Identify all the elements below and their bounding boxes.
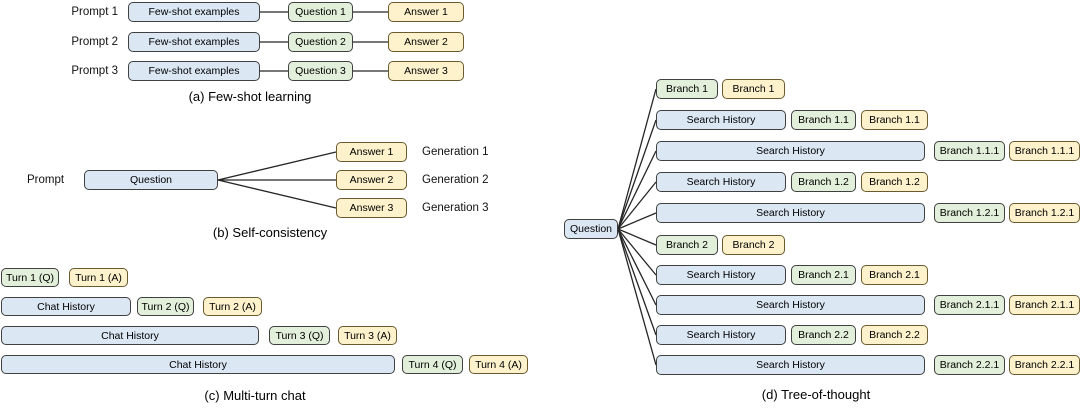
turn-q-box: Turn 3 (Q) xyxy=(269,326,330,345)
branch-q-box: Branch 2.2 xyxy=(791,325,856,345)
answer-box: Answer 2 xyxy=(388,32,464,52)
search-history-box: Search History xyxy=(656,355,925,375)
search-history-box: Search History xyxy=(656,265,786,285)
branch-q-box: Branch 1.2.1 xyxy=(934,203,1005,223)
caption-tree-of-thought: (d) Tree-of-thought xyxy=(761,387,871,402)
branch-q-box: Branch 1.1 xyxy=(791,110,856,130)
connector-line xyxy=(617,150,657,230)
answer-box: Answer 3 xyxy=(388,61,464,81)
chat-history-box: Chat History xyxy=(1,297,131,316)
search-history-box: Search History xyxy=(656,203,925,223)
branch-a-box: Branch 2 xyxy=(722,235,785,255)
branch-a-box: Branch 1 xyxy=(722,79,785,99)
prompt-row-label: Prompt 3 xyxy=(71,65,118,77)
tree-question-box: Question xyxy=(564,219,618,239)
search-history-box: Search History xyxy=(656,141,925,161)
answer-box: Answer 1 xyxy=(388,2,464,22)
branch-a-box: Branch 1.2.1 xyxy=(1009,203,1080,223)
caption-self-consistency: (b) Self-consistency xyxy=(212,225,328,240)
search-history-box: Search History xyxy=(656,172,786,192)
turn-q-box: Turn 4 (Q) xyxy=(402,355,463,374)
generation-label: Generation 2 xyxy=(422,174,489,186)
branch-a-box: Branch 1.2 xyxy=(861,172,928,192)
fewshot-examples-box: Few-shot examples xyxy=(128,2,260,22)
branch-q-box: Branch 2.1.1 xyxy=(934,295,1005,315)
branch-a-box: Branch 2.1 xyxy=(861,265,928,285)
turn-a-box: Turn 4 (A) xyxy=(469,355,528,374)
fewshot-examples-box: Few-shot examples xyxy=(128,32,260,52)
search-history-box: Search History xyxy=(656,295,925,315)
branch-q-box: Branch 1.1.1 xyxy=(934,141,1005,161)
turn-q-box: Turn 1 (Q) xyxy=(1,268,59,287)
prompt-label: Prompt xyxy=(27,174,65,186)
connector-line xyxy=(217,151,337,181)
turn-a-box: Turn 1 (A) xyxy=(69,268,128,287)
branch-q-box: Branch 2.1 xyxy=(791,265,856,285)
connector-line xyxy=(617,228,657,306)
connector-line xyxy=(617,228,657,336)
branch-a-box: Branch 2.2 xyxy=(861,325,928,345)
caption-multi-turn: (c) Multi-turn chat xyxy=(204,388,306,403)
search-history-box: Search History xyxy=(656,110,786,130)
branch-q-box: Branch 2.2.1 xyxy=(934,355,1005,375)
branch-q-box: Branch 2 xyxy=(656,235,718,255)
branch-a-box: Branch 1.1.1 xyxy=(1009,141,1080,161)
turn-a-box: Turn 3 (A) xyxy=(338,326,397,345)
answer-box: Answer 3 xyxy=(336,198,407,218)
connector-line xyxy=(617,228,657,246)
connector-line xyxy=(617,228,657,276)
branch-a-box: Branch 1.1 xyxy=(861,110,928,130)
connector-line xyxy=(617,212,657,230)
connector-line xyxy=(617,181,657,230)
generation-label: Generation 1 xyxy=(422,146,489,158)
answer-box: Answer 2 xyxy=(336,170,407,190)
turn-q-box: Turn 2 (Q) xyxy=(137,297,194,316)
caption-few-shot: (a) Few-shot learning xyxy=(188,89,312,104)
question-box: Question xyxy=(84,170,218,190)
chat-history-box: Chat History xyxy=(1,355,395,374)
question-box: Question 3 xyxy=(288,61,353,81)
prompt-row-label: Prompt 2 xyxy=(71,36,118,48)
question-box: Question 2 xyxy=(288,32,353,52)
connector-line xyxy=(617,88,657,230)
connector-line xyxy=(617,119,657,230)
fewshot-examples-box: Few-shot examples xyxy=(128,61,260,81)
branch-a-box: Branch 2.2.1 xyxy=(1009,355,1080,375)
prompt-row-label: Prompt 1 xyxy=(71,6,118,18)
chat-history-box: Chat History xyxy=(1,326,259,345)
connector-line xyxy=(217,179,337,209)
branch-a-box: Branch 2.1.1 xyxy=(1009,295,1080,315)
turn-a-box: Turn 2 (A) xyxy=(203,297,262,316)
question-box: Question 1 xyxy=(288,2,353,22)
connector-line xyxy=(617,228,657,366)
answer-box: Answer 1 xyxy=(336,142,407,162)
branch-q-box: Branch 1 xyxy=(656,79,718,99)
generation-label: Generation 3 xyxy=(422,202,489,214)
search-history-box: Search History xyxy=(656,325,786,345)
branch-q-box: Branch 1.2 xyxy=(791,172,856,192)
